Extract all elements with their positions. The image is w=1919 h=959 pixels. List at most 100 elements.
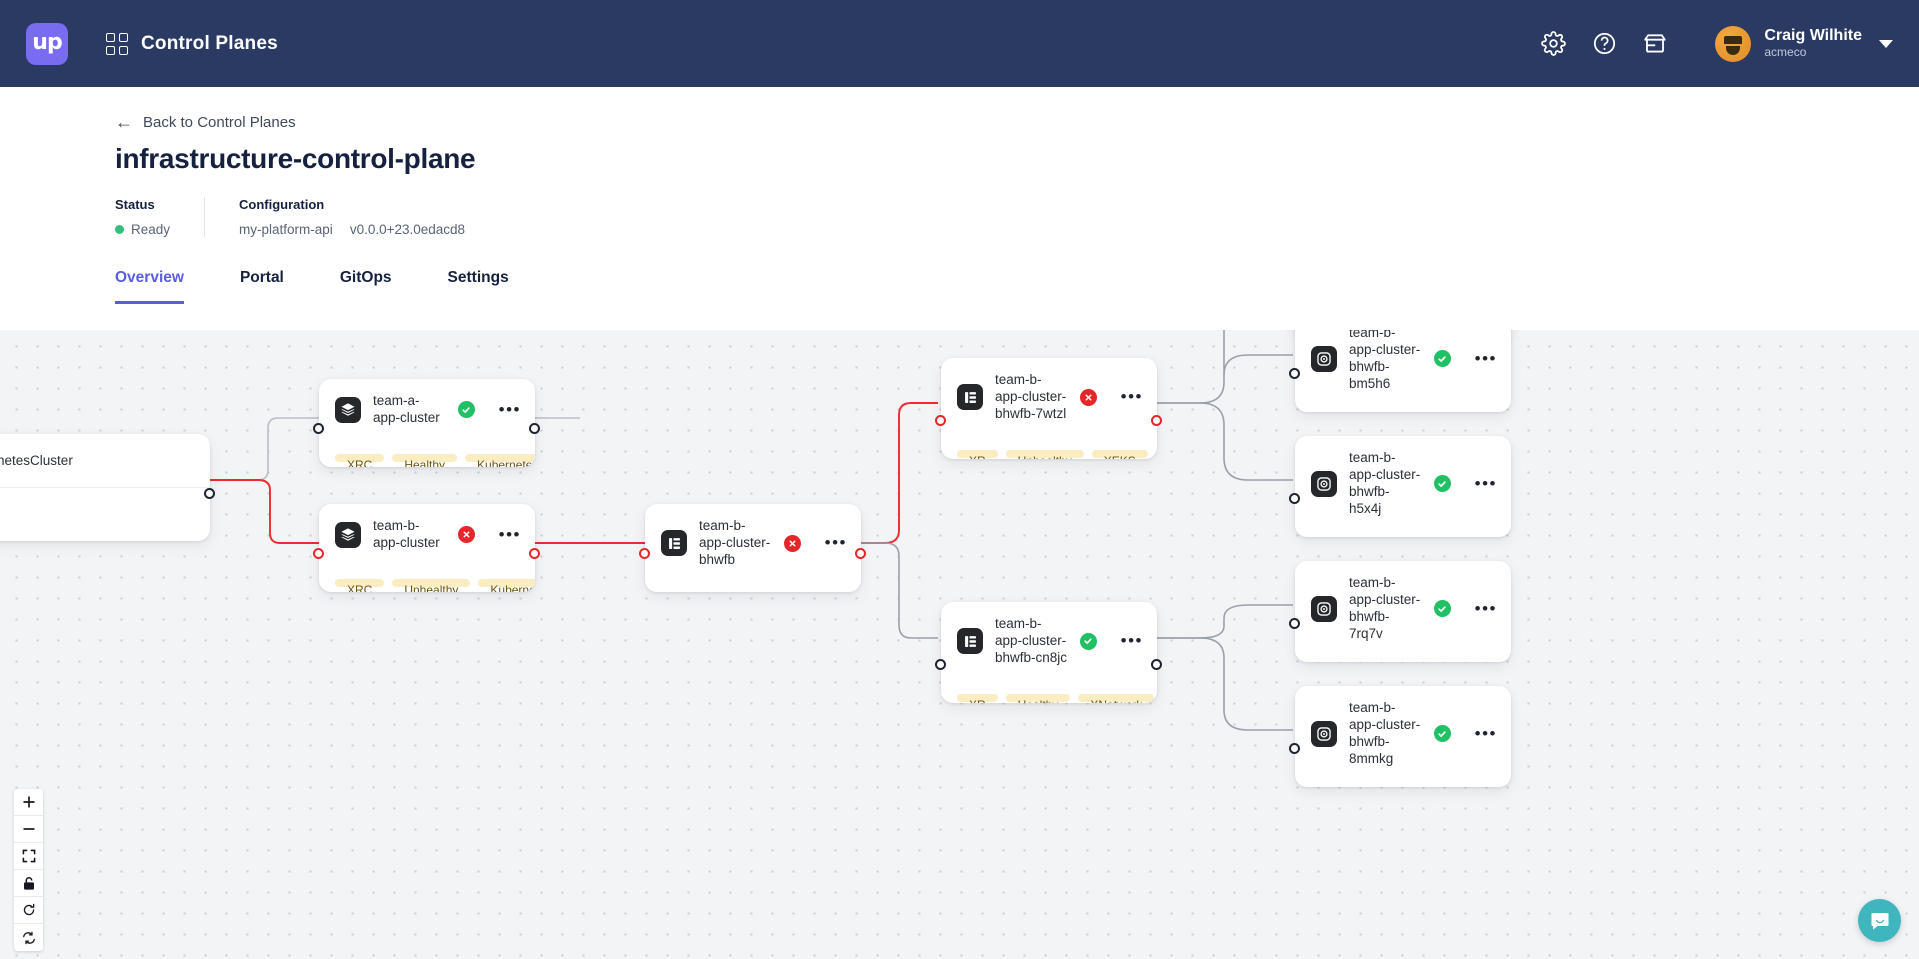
node-handle-left[interactable] <box>1289 743 1300 754</box>
arrow-left-icon: ← <box>115 112 133 132</box>
zoom-out-button[interactable] <box>14 816 43 843</box>
configuration-version: v0.0.0+23.0edacd8 <box>349 222 466 237</box>
status-healthy-icon <box>1433 475 1451 493</box>
node-more-menu-icon[interactable]: ••• <box>1474 598 1497 618</box>
chevron-down-icon[interactable] <box>1879 39 1893 48</box>
node-handle-right[interactable] <box>1151 659 1162 670</box>
chat-bubble-button[interactable] <box>1858 899 1901 942</box>
node-handle-right[interactable] <box>855 548 866 559</box>
zoom-toolbar <box>14 789 43 951</box>
user-name: Craig Wilhite <box>1764 27 1862 45</box>
node-title: team-b-app-cluster-bhwfb-7rq7v <box>1349 575 1421 641</box>
tab-settings[interactable]: Settings <box>447 269 509 286</box>
back-to-control-planes-link[interactable]: ← Back to Control Planes <box>115 113 1919 131</box>
nav-title-group[interactable]: Control Planes <box>106 32 278 55</box>
graph-node-kubernetescluster[interactable]: KubernetesClusterAPI <box>0 434 210 541</box>
resource-icon <box>957 384 983 411</box>
node-header: team-b-app-cluster-bhwfb-7rq7v ••• <box>1295 561 1511 656</box>
graph-node-team-b-app-cluster-bhwfb-h5x4j[interactable]: team-b-app-cluster-bhwfb-h5x4j•••MRHealt… <box>1295 436 1511 537</box>
reset-button[interactable] <box>14 897 43 924</box>
resource-icon <box>957 628 983 655</box>
zoom-in-button[interactable] <box>14 789 43 816</box>
node-handle-left[interactable] <box>1289 618 1300 629</box>
page-header: ← Back to Control Planes infrastructure-… <box>0 87 1919 237</box>
graph-node-team-b-app-cluster-bhwfb-bm5h6[interactable]: team-b-app-cluster-bhwfb-bm5h6•••MRHealt… <box>1295 330 1511 412</box>
node-title: team-b-app-cluster-bhwfb <box>699 518 771 567</box>
top-navigation-bar: up Control Planes <box>0 0 1919 87</box>
status-dot-icon <box>115 225 124 234</box>
node-title: team-b-app-cluster <box>373 518 440 550</box>
graph-node-team-b-app-cluster-bhwfb[interactable]: team-b-app-cluster-bhwfb•••XRUnhealthyXK… <box>645 504 861 592</box>
node-title: team-b-app-cluster-bhwfb-bm5h6 <box>1349 330 1421 391</box>
nav-right-group: Craig Wilhite acmeco <box>1540 25 1893 62</box>
tab-gitops[interactable]: GitOps <box>339 269 392 286</box>
node-tag: KubernetesCluster <box>478 578 535 592</box>
node-handle-left[interactable] <box>313 548 324 559</box>
node-tag-list: MRHealthyRouteTableAssociation <box>1295 781 1511 788</box>
back-link-label: Back to Control Planes <box>143 113 296 131</box>
graph-node-team-b-app-cluster-bhwfb-7wtzl[interactable]: team-b-app-cluster-bhwfb-7wtzl ••• XR Unhea… <box>941 358 1157 459</box>
node-handle-left[interactable] <box>1289 368 1300 379</box>
node-handle-left[interactable] <box>1289 493 1300 504</box>
graph-node-team-b-app-cluster-bhwfb-8mmkg[interactable]: team-b-app-cluster-bhwfb-8mmkg•••MRHealt… <box>1295 686 1511 787</box>
node-more-menu-icon[interactable]: ••• <box>498 524 521 544</box>
node-handle-left[interactable] <box>935 659 946 670</box>
graph-node-team-b-app-cluster-bhwfb-cn8jc[interactable]: team-b-app-cluster-bhwfb-cn8jc•••XRHealt… <box>941 602 1157 703</box>
node-divider <box>0 487 210 488</box>
user-org: acmeco <box>1764 44 1807 59</box>
node-tag: Healthy <box>1005 693 1071 703</box>
node-more-menu-icon[interactable]: ••• <box>498 399 521 419</box>
target-icon <box>1311 595 1337 622</box>
node-header: team-a-app-cluster••• <box>319 379 535 440</box>
node-header: team-b-app-cluster-bhwfb-h5x4j••• <box>1295 436 1511 531</box>
node-header: team-b-app-cluster ••• <box>319 504 535 565</box>
configuration-label: Configuration <box>239 197 325 212</box>
tab-portal[interactable]: Portal <box>239 269 284 286</box>
resource-icon <box>661 530 687 557</box>
up-logo-text: up <box>32 30 62 55</box>
graph-node-team-b-app-cluster-bhwfb-7rq7v[interactable]: team-b-app-cluster-bhwfb-7rq7v•••MRHealt… <box>1295 561 1511 662</box>
node-handle-right[interactable] <box>529 548 540 559</box>
layers-icon <box>335 396 361 423</box>
node-tag: Unhealthy <box>1005 449 1084 459</box>
gear-icon[interactable] <box>1540 31 1566 57</box>
target-icon <box>1311 720 1337 747</box>
target-icon <box>1311 345 1337 372</box>
node-more-menu-icon[interactable]: ••• <box>824 533 847 553</box>
node-more-menu-icon[interactable]: ••• <box>1474 473 1497 493</box>
node-more-menu-icon[interactable]: ••• <box>1474 723 1497 743</box>
status-healthy-icon <box>1079 632 1097 650</box>
status-healthy-icon <box>457 401 475 419</box>
node-more-menu-icon[interactable]: ••• <box>1120 387 1143 407</box>
node-tag-list: API <box>0 488 210 540</box>
user-menu[interactable]: Craig Wilhite acmeco <box>1715 25 1893 62</box>
node-handle-left[interactable] <box>935 415 946 426</box>
status-badge: Ready <box>115 222 170 237</box>
node-title: KubernetesCluster <box>0 452 73 468</box>
status-unhealthy-icon <box>457 526 475 544</box>
marketplace-icon[interactable] <box>1642 31 1668 57</box>
node-more-menu-icon[interactable]: ••• <box>1474 348 1497 368</box>
tab-overview[interactable]: Overview <box>115 259 184 304</box>
node-tag: XR <box>957 449 998 459</box>
node-title: team-b-app-cluster-bhwfb-cn8jc <box>995 616 1068 665</box>
node-handle-right[interactable] <box>204 488 215 499</box>
fit-view-button[interactable] <box>14 843 43 870</box>
help-circle-icon[interactable] <box>1591 31 1617 57</box>
status-unhealthy-icon <box>1079 388 1097 406</box>
configuration-column: Configuration my-platform-api v0.0.0+23.… <box>204 197 499 237</box>
sync-button[interactable] <box>14 924 43 951</box>
node-handle-right[interactable] <box>529 423 540 434</box>
status-column: Status Ready <box>115 197 204 237</box>
graph-canvas[interactable]: KubernetesClusterAPIteam-a-app-cluster••… <box>0 330 1919 959</box>
up-logo-icon[interactable]: up <box>26 22 68 65</box>
node-more-menu-icon[interactable]: ••• <box>1120 631 1143 651</box>
node-handle-right[interactable] <box>1151 415 1162 426</box>
node-title: team-b-app-cluster-bhwfb-7wtzl <box>995 372 1067 421</box>
node-handle-left[interactable] <box>313 423 324 434</box>
lock-button[interactable] <box>14 870 43 897</box>
node-tag: XNetwork <box>1078 693 1155 703</box>
node-handle-left[interactable] <box>639 548 650 559</box>
